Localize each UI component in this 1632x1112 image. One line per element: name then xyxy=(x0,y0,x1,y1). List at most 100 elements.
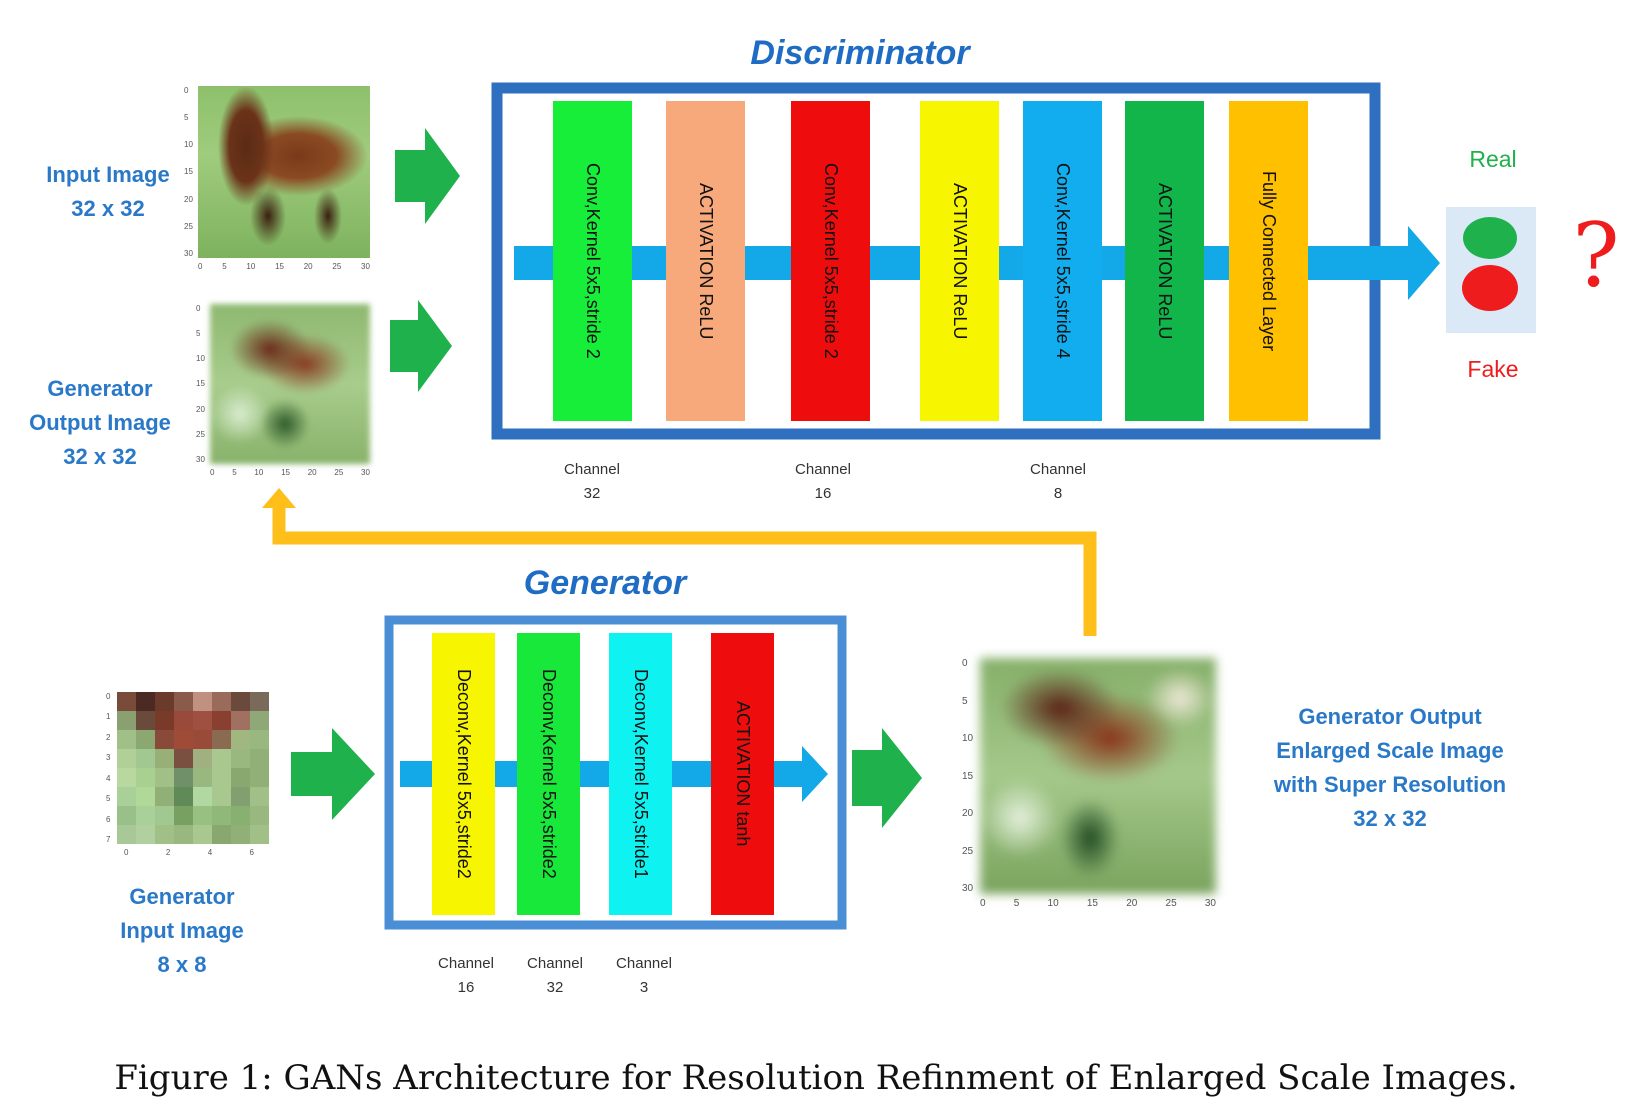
pixel-cell xyxy=(193,730,212,749)
pixel-cell xyxy=(250,711,269,730)
pixel-cell xyxy=(136,787,155,806)
pixel-cell xyxy=(155,768,174,787)
fake-indicator xyxy=(1462,265,1518,311)
disc-layer-relu2: ACTIVATION ReLU xyxy=(920,101,999,421)
pixel-cell xyxy=(136,711,155,730)
gen-input-image xyxy=(117,692,269,844)
pixel-cell xyxy=(117,749,136,768)
pixel-cell xyxy=(155,730,174,749)
pixel-cell xyxy=(117,768,136,787)
pixel-cell xyxy=(174,711,193,730)
discriminator-flow-arrowhead xyxy=(1408,226,1440,300)
pixel-cell xyxy=(174,825,193,844)
pixel-cell xyxy=(231,806,250,825)
pixel-cell xyxy=(212,825,231,844)
generator-title: Generator xyxy=(523,564,687,602)
gen-output-enlarged-label: Generator Output Enlarged Scale Image wi… xyxy=(1273,704,1507,831)
disc-layer-conv3: Conv,Kernel 5x5,stride 4 xyxy=(1023,101,1102,421)
question-mark: ? xyxy=(1572,204,1620,307)
figure-caption: Figure 1: GANs Architecture for Resoluti… xyxy=(114,1058,1518,1098)
pixel-cell xyxy=(212,730,231,749)
pixel-cell xyxy=(155,825,174,844)
pixel-cell xyxy=(250,749,269,768)
input-image-arrow xyxy=(395,128,460,224)
gen-output-image xyxy=(210,304,370,464)
pixel-cell xyxy=(193,768,212,787)
pixel-cell xyxy=(155,711,174,730)
pixel-cell xyxy=(212,787,231,806)
pixel-cell xyxy=(117,711,136,730)
pixel-cell xyxy=(231,730,250,749)
pixel-cell xyxy=(136,825,155,844)
pixel-cell xyxy=(250,692,269,711)
pixel-cell xyxy=(193,749,212,768)
pixel-cell xyxy=(155,806,174,825)
pixel-cell xyxy=(155,787,174,806)
pixel-cell xyxy=(231,692,250,711)
pixel-cell xyxy=(250,787,269,806)
pixel-cell xyxy=(250,768,269,787)
disc-layer-fc: Fully Connected Layer xyxy=(1229,101,1308,421)
pixel-cell xyxy=(117,825,136,844)
pixel-cell xyxy=(117,787,136,806)
pixel-cell xyxy=(174,787,193,806)
pixel-cell xyxy=(174,749,193,768)
feedback-arrow xyxy=(272,505,1097,636)
pixel-cell xyxy=(231,787,250,806)
pixel-cell xyxy=(136,768,155,787)
pixel-cell xyxy=(250,825,269,844)
discriminator-title: Discriminator xyxy=(750,34,970,72)
gen-input-arrow xyxy=(291,728,375,820)
pixel-cell xyxy=(231,768,250,787)
pixel-cell xyxy=(155,749,174,768)
pixel-cell xyxy=(231,711,250,730)
pixel-cell xyxy=(193,806,212,825)
gen-layer-tanh: ACTIVATION tanh xyxy=(711,633,774,915)
pixel-cell xyxy=(136,730,155,749)
pixel-cell xyxy=(136,692,155,711)
pixel-cell xyxy=(117,692,136,711)
pixel-cell xyxy=(117,730,136,749)
pixel-cell xyxy=(212,768,231,787)
pixel-cell xyxy=(174,730,193,749)
pixel-cell xyxy=(193,825,212,844)
real-indicator xyxy=(1463,217,1517,259)
pixel-cell xyxy=(117,806,136,825)
gen-layer-deconv1: Deconv,Kernel 5x5,stride2 xyxy=(432,633,495,915)
real-label: Real xyxy=(1469,146,1517,172)
pixel-cell xyxy=(212,692,231,711)
pixel-cell xyxy=(250,730,269,749)
pixel-cell xyxy=(174,768,193,787)
fake-label: Fake xyxy=(1467,356,1519,382)
pixel-cell xyxy=(193,787,212,806)
disc-layer-relu3: ACTIVATION ReLU xyxy=(1125,101,1204,421)
gen-layer-deconv2: Deconv,Kernel 5x5,stride2 xyxy=(517,633,580,915)
pixel-cell xyxy=(231,825,250,844)
pixel-cell xyxy=(174,692,193,711)
pixel-cell xyxy=(212,711,231,730)
disc-layer-conv1: Conv,Kernel 5x5,stride 2 xyxy=(553,101,632,421)
pixel-cell xyxy=(231,749,250,768)
disc-layer-conv2: Conv,Kernel 5x5,stride 2 xyxy=(791,101,870,421)
gen-layer-deconv3: Deconv,Kernel 5x5,stride1 xyxy=(609,633,672,915)
pixel-cell xyxy=(212,749,231,768)
pixel-cell xyxy=(155,692,174,711)
disc-layer-relu1: ACTIVATION ReLU xyxy=(666,101,745,421)
input-image xyxy=(198,86,370,258)
pixel-cell xyxy=(212,806,231,825)
gen-output-image-arrow xyxy=(390,300,452,392)
